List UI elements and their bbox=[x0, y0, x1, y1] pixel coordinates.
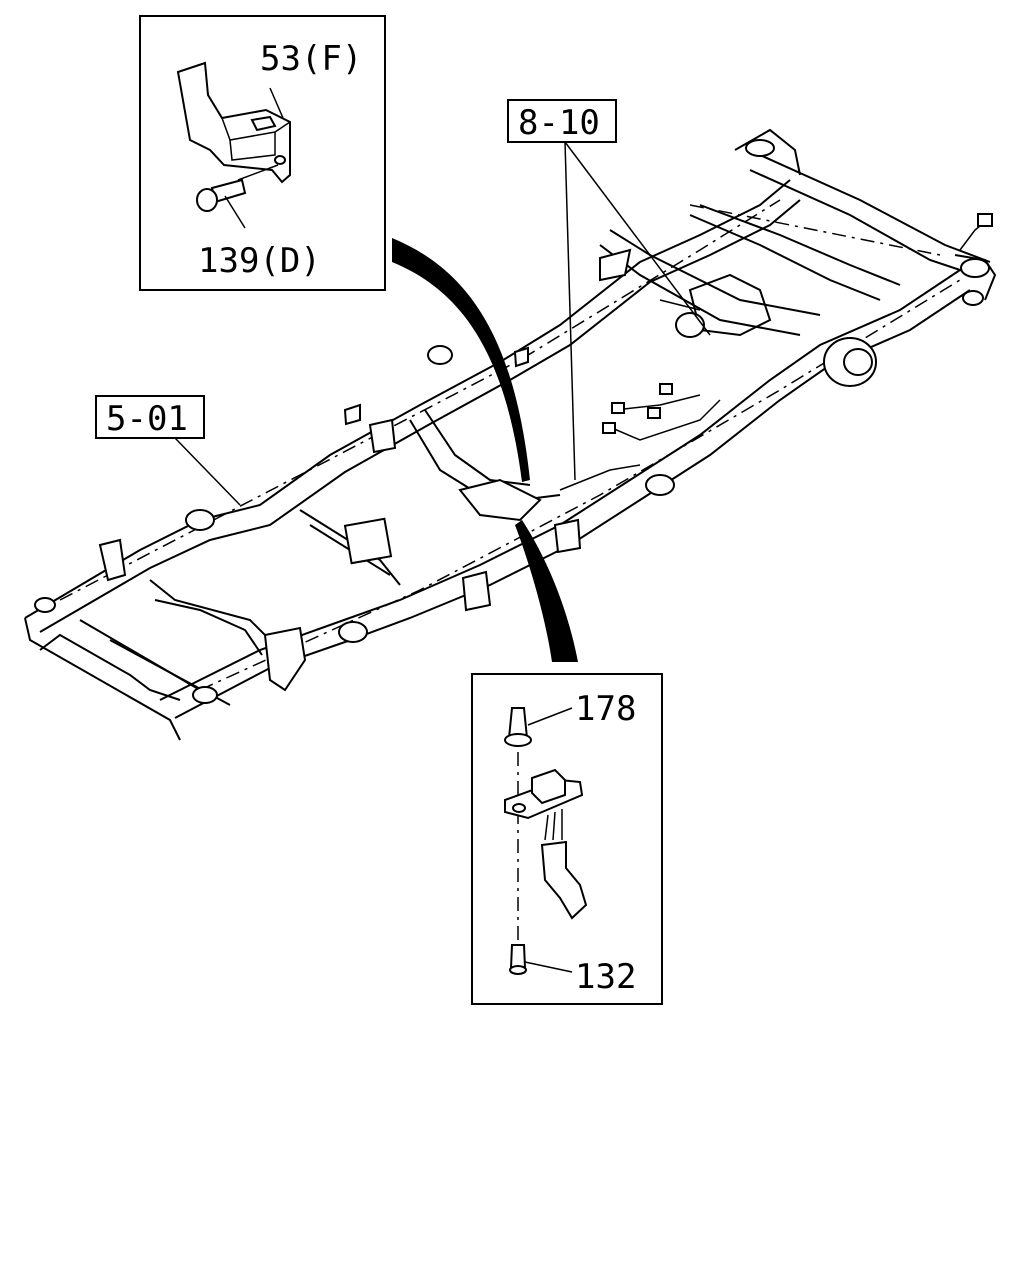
callout-sensor-bolt-top: 178 bbox=[575, 689, 636, 729]
ref-box-harness bbox=[507, 99, 617, 143]
inset-sensor bbox=[471, 673, 663, 1005]
ref-harness-label: 8-10 bbox=[518, 103, 600, 143]
callout-sensor-bolt-bottom: 132 bbox=[575, 957, 636, 997]
magnifier-arrow-bottom bbox=[515, 520, 578, 662]
magnifier-arrow-top bbox=[392, 238, 530, 482]
ref-box-frame bbox=[95, 395, 205, 439]
callout-bolt: 139(D) bbox=[198, 241, 321, 281]
ref-frame-label: 5-01 bbox=[106, 399, 188, 439]
inset-bracket bbox=[139, 15, 386, 291]
callout-bracket: 53(F) bbox=[260, 39, 362, 79]
chassis-frame bbox=[24, 128, 997, 741]
